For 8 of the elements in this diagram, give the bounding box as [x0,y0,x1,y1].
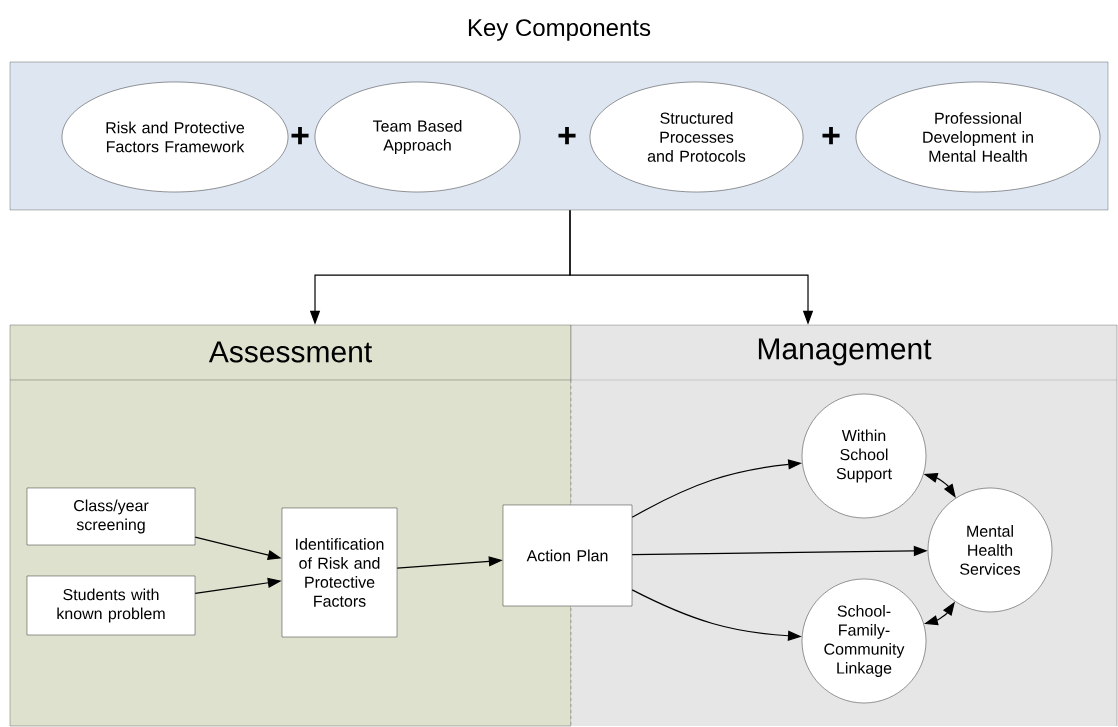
process-box: Identification of Risk and Protective Factors [281,507,398,638]
process-box: Class/year screening [26,487,196,546]
process-box: Action Plan [502,504,633,607]
plus-sign: + [822,127,840,145]
node-label: Key Components [468,19,651,41]
process-box: Students with known problem [26,575,196,636]
plus-sign: + [558,127,576,145]
plus-sign: + [291,127,309,145]
